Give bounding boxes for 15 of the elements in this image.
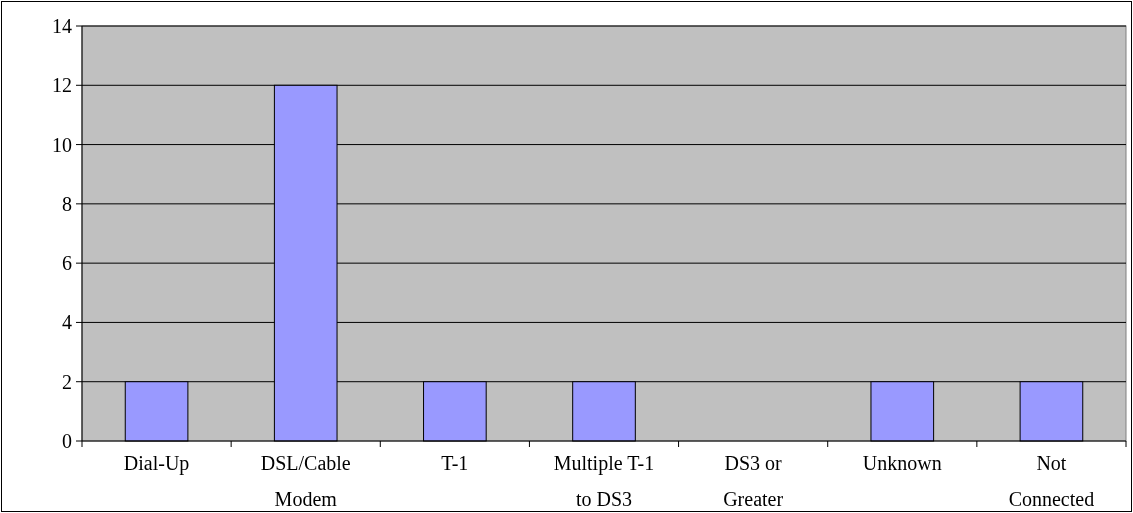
axis-tick-label: 12 bbox=[51, 73, 72, 99]
axis-tick-label: 6 bbox=[61, 251, 72, 277]
axis-tick-label: 0 bbox=[61, 429, 72, 454]
category-label: DS3 or Greater bbox=[722, 451, 785, 512]
category-label: Multiple T-1 to DS3 bbox=[552, 451, 656, 512]
category-label: DSL/Cable Modem bbox=[259, 451, 352, 512]
category-label: T-1 bbox=[440, 451, 470, 476]
axis-tick-label: 10 bbox=[51, 132, 72, 158]
category-label: Dial-Up bbox=[122, 451, 191, 477]
axis-tick-label: 4 bbox=[61, 310, 72, 336]
category-label: Not Connected bbox=[1007, 451, 1096, 512]
axis-tick-label: 8 bbox=[61, 191, 72, 217]
axis-tick-label: 14 bbox=[51, 14, 72, 39]
category-label: Unknown bbox=[861, 451, 943, 476]
axis-tick-label: 2 bbox=[61, 369, 72, 395]
